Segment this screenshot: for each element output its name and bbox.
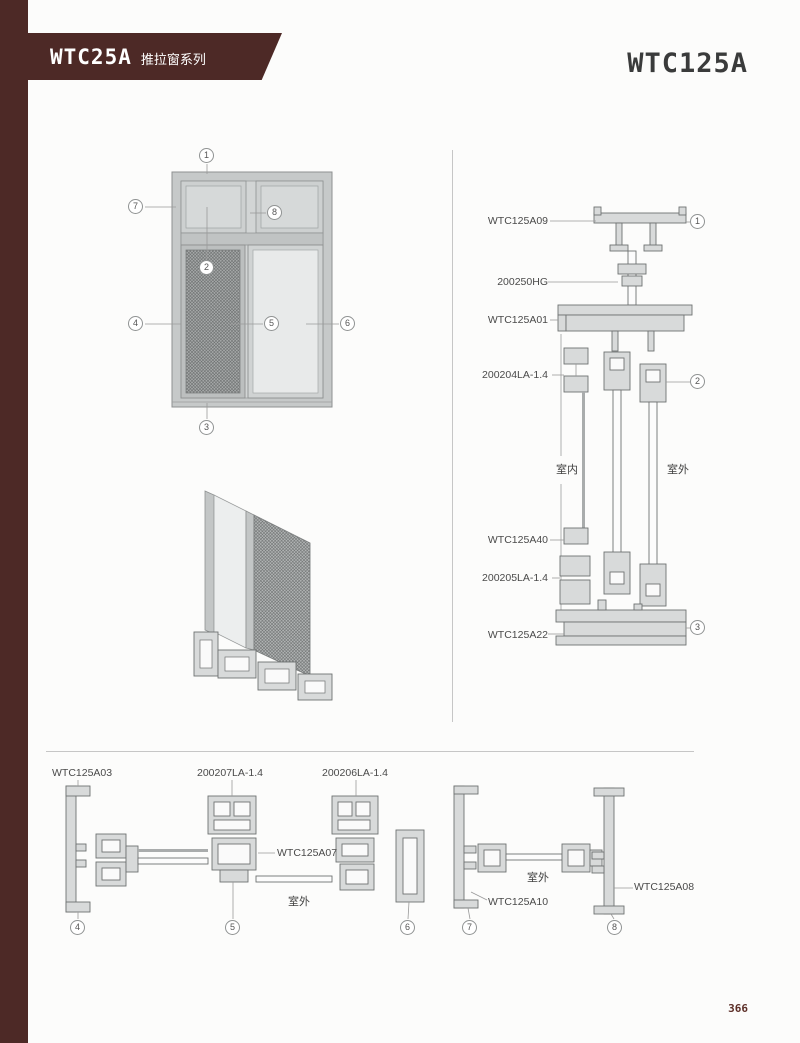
- callout-5-elevation: 5: [264, 316, 279, 331]
- vertical-section-leaders: [548, 220, 690, 635]
- callout-1-elevation: 1: [199, 148, 214, 163]
- callout-8-elevation: 8: [267, 205, 282, 220]
- callout-1-vertical: 1: [690, 214, 705, 229]
- part-label-200205la: 200205LA-1.4: [482, 572, 548, 584]
- indoor-label: 室内: [556, 464, 578, 476]
- part-label-wtc125a22: WTC125A22: [487, 629, 548, 641]
- horizontal-section-left-leaders: [77, 780, 410, 920]
- callout-2-elevation: 2: [199, 260, 214, 275]
- part-label-wtc125a10: WTC125A10: [488, 896, 549, 908]
- isometric-drawing: [193, 490, 333, 701]
- callout-7-plan: 7: [462, 920, 477, 935]
- callout-3-elevation: 3: [199, 420, 214, 435]
- callout-6-elevation: 6: [340, 316, 355, 331]
- part-label-wtc125a08: WTC125A08: [634, 881, 695, 893]
- part-label-200250hg: 200250HG: [497, 276, 548, 288]
- series-code-label: WTC25A: [50, 44, 132, 69]
- series-name-label: 推拉窗系列: [140, 52, 206, 67]
- horizontal-section-left-drawing: [65, 785, 425, 913]
- series-banner: WTC25A 推拉窗系列: [28, 33, 282, 80]
- part-label-wtc125a07: WTC125A07: [277, 847, 338, 859]
- callout-5-plan: 5: [225, 920, 240, 935]
- part-label-200206la: 200206LA-1.4: [322, 767, 388, 779]
- part-label-200207la: 200207LA-1.4: [197, 767, 263, 779]
- outdoor-label-left-section: 室外: [288, 896, 310, 908]
- part-label-wtc125a03: WTC125A03: [52, 767, 113, 779]
- horizontal-section-right-leaders: [467, 887, 633, 920]
- page-number: 366: [728, 1002, 748, 1015]
- part-label-200204la: 200204LA-1.4: [482, 369, 548, 381]
- part-label-wtc125a09: WTC125A09: [487, 215, 548, 227]
- part-label-wtc125a01: WTC125A01: [487, 314, 548, 326]
- elevation-callout-leaders: [145, 164, 339, 419]
- model-title: WTC125A: [627, 48, 748, 79]
- section-dividers: [46, 150, 694, 752]
- page-side-bar: [0, 0, 28, 1043]
- callout-4-elevation: 4: [128, 316, 143, 331]
- callout-2-vertical: 2: [690, 374, 705, 389]
- vertical-section-drawing: [555, 206, 693, 646]
- callout-8-plan: 8: [607, 920, 622, 935]
- outdoor-label-right-section: 室外: [527, 872, 549, 884]
- elevation-drawing: [171, 171, 333, 408]
- callout-6-plan: 6: [400, 920, 415, 935]
- callout-7-elevation: 7: [128, 199, 143, 214]
- callout-4-plan: 4: [70, 920, 85, 935]
- callout-3-vertical: 3: [690, 620, 705, 635]
- horizontal-section-right-drawing: [453, 785, 625, 915]
- outdoor-label-vertical: 室外: [667, 464, 689, 476]
- part-label-wtc125a40: WTC125A40: [487, 534, 548, 546]
